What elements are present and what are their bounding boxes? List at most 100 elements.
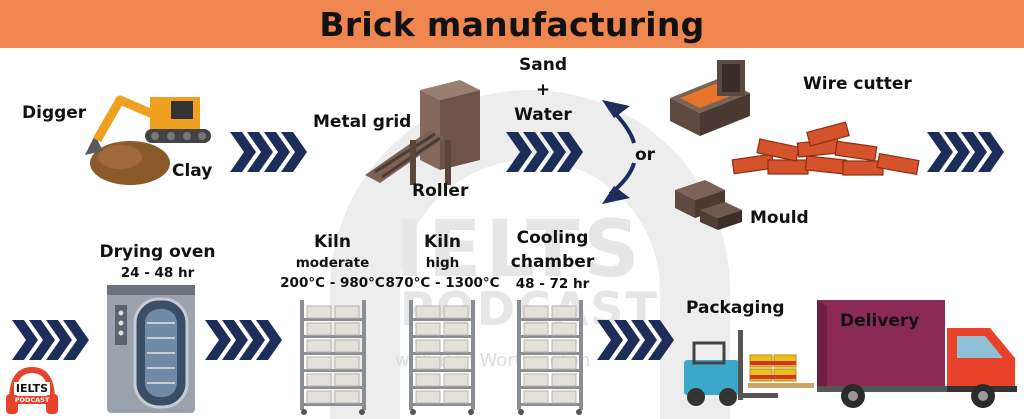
chevron-icon [961,132,987,172]
brick-stack [334,356,360,370]
brick-stack [334,339,360,353]
rack-shelf [517,369,583,372]
chevron-icon [927,132,953,172]
brick-stack [306,339,332,353]
rack-shelf [517,352,583,355]
process-arrow-5 [205,320,282,360]
brick-stack [415,390,441,404]
label-delivery: Delivery [840,311,920,331]
rack-shelf [300,386,366,389]
chevron-icon [523,132,549,172]
label-digger: Digger [22,103,87,123]
rack-shelf [300,352,366,355]
rack-shelf [409,369,475,372]
label-kiln-2-level: high [425,255,460,271]
chevron-icon [222,320,248,360]
label-wire-cutter: Wire cutter [803,74,912,94]
label-drying-oven: Drying oven [99,242,216,262]
cooling-chamber-rack-icon [517,300,583,415]
label-roller: Roller [412,181,469,201]
process-arrow-4 [12,320,89,360]
chevron-icon [46,320,72,360]
brick-stack [443,339,469,353]
brick-stack [551,339,577,353]
brick-stack [523,339,549,353]
brick-stack [551,390,577,404]
label-kiln-2: Kiln [424,232,461,252]
rack-wheel [468,409,474,415]
chevron-icon [239,320,265,360]
brick-stack [443,356,469,370]
label-clay: Clay [172,161,213,181]
brick-stack [306,305,332,319]
rack-wheel [410,409,416,415]
brick-stack [306,373,332,387]
chevron-icon [205,320,231,360]
brick-stack [523,322,549,336]
rack-shelf [409,352,475,355]
chevron-icon [29,320,55,360]
brick-stack [334,305,360,319]
chevron-icon [557,132,583,172]
label-sand: Sand [519,55,567,75]
chevron-icon [597,320,623,360]
brick-stack [415,339,441,353]
split-arrow-icon [602,100,636,204]
process-arrow-1 [230,132,307,172]
chevron-icon [631,320,657,360]
brick-stack [551,305,577,319]
rack-wheel [518,409,524,415]
brick-stack [551,373,577,387]
rack-shelf [300,403,366,406]
rack-shelf [300,335,366,338]
drying-oven-icon [107,285,195,413]
kiln-1-rack-icon [300,300,366,415]
label-cooling-time: 48 - 72 hr [515,276,590,292]
chevron-icon [230,132,256,172]
label-kiln-1-level: moderate [295,255,370,271]
wire-cutter-machine-icon [670,60,750,136]
rack-shelf [517,318,583,321]
rack-wheel [359,409,365,415]
label-mould: Mould [750,208,809,228]
brick-stack [334,322,360,336]
brick-stack [523,356,549,370]
brick-stack [334,373,360,387]
rack-wheel [301,409,307,415]
chevron-icon [648,320,674,360]
label-water: Water [514,105,572,125]
bricks-pile-icon [731,121,920,176]
kiln-2-rack-icon [409,300,475,415]
process-arrow-6 [597,320,674,360]
brick-stack [551,322,577,336]
label-kiln-1-temp: 200°C - 980°C [280,275,385,291]
podcast-logo: IELTS PODCAST [4,364,60,416]
brick-stack [551,356,577,370]
brick-stack [306,356,332,370]
mould-icon [675,180,742,230]
chevron-icon [281,132,307,172]
brick-stack [523,305,549,319]
chevron-icon [614,320,640,360]
brick-stack [415,305,441,319]
headphones-icon [6,366,58,414]
chevron-icon [12,320,38,360]
logo-line-2: PODCAST [12,396,52,404]
rack-shelf [517,403,583,406]
brick-stack [443,390,469,404]
brick-stack [443,373,469,387]
brick-stack [415,322,441,336]
brick-stack [523,390,549,404]
rack-shelf [517,386,583,389]
brick-stack [443,322,469,336]
process-arrow-3 [927,132,1004,172]
chevron-icon [256,320,282,360]
rack-wheel [576,409,582,415]
rack-shelf [409,318,475,321]
forklift-icon [684,330,814,406]
brick-stack [306,390,332,404]
brick-stack [523,373,549,387]
label-packaging: Packaging [686,298,785,318]
brick-stack [443,305,469,319]
brick-stack [415,373,441,387]
